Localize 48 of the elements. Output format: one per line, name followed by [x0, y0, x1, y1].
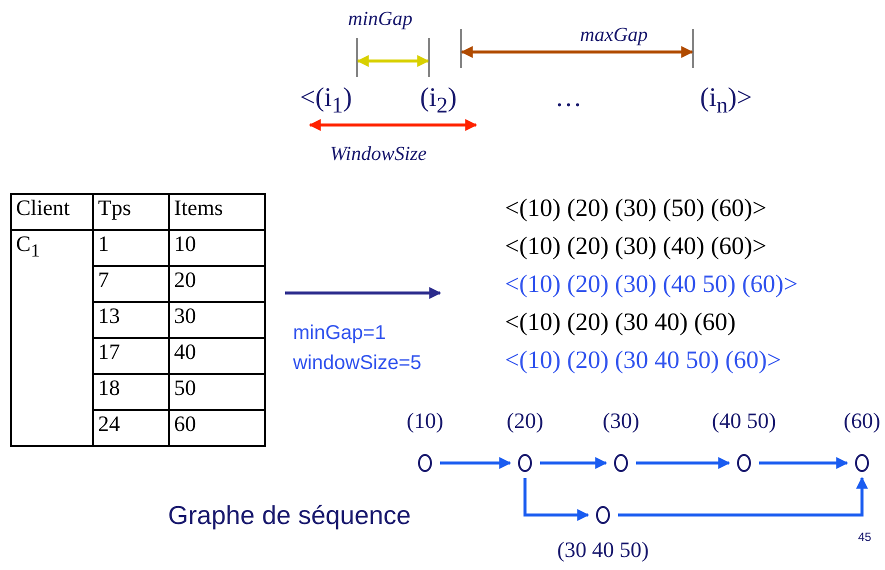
table-cell: 24 — [93, 410, 169, 446]
window-size-label: WindowSize — [330, 143, 427, 166]
table-cell: 20 — [169, 266, 265, 302]
state-label: (20) — [506, 408, 544, 434]
table-cell: 1 — [93, 230, 169, 266]
table-cell: Client — [11, 194, 93, 230]
ellipsis: … — [555, 82, 582, 113]
table-cell: Tps — [93, 194, 169, 230]
sequence-text: <(10) (20) (30 40 50) (60)> — [505, 347, 782, 375]
table-cell: 7 — [93, 266, 169, 302]
arrow — [440, 457, 512, 469]
sequence-item: <(i$_{1}$) — [300, 82, 352, 118]
sequence-text: <(10) (20) (30 40) (60) — [505, 309, 736, 337]
arrow — [618, 476, 868, 516]
table-cell: 18 — [93, 374, 169, 410]
table-cell: Items — [169, 194, 265, 230]
table-cell: C$_{1}$ — [11, 230, 93, 446]
state-circle — [596, 506, 610, 524]
state-label: (30 40 50) — [557, 537, 649, 563]
table-cell: 40 — [169, 338, 265, 374]
sequence-text: <(10) (20) (30) (40 50) (60)> — [505, 271, 798, 299]
state-label: (60) — [844, 408, 880, 434]
graph-caption: Graphe de séquence — [168, 500, 411, 531]
arrow — [540, 457, 608, 469]
edge-label: minGap=1 windowSize=5 — [293, 321, 422, 376]
page-number: 45 — [858, 530, 872, 544]
state-label: (40 50) — [712, 408, 776, 434]
table-cell: 10 — [169, 230, 265, 266]
state-label: (30) — [602, 408, 640, 434]
state-circle — [614, 454, 628, 472]
sequence-item: (i$_{2}$) — [420, 82, 457, 118]
arrow — [524, 478, 590, 521]
table-cell: 13 — [93, 302, 169, 338]
arrow — [636, 457, 730, 469]
table-cell: 17 — [93, 338, 169, 374]
state-circle — [518, 454, 532, 472]
table-cell: 50 — [169, 374, 265, 410]
sequence-item: (i$_{n}$)> — [700, 82, 752, 118]
table-cell: 30 — [169, 302, 265, 338]
state-circle — [418, 454, 432, 472]
state-label: (10) — [406, 408, 444, 434]
state-circle — [855, 454, 869, 472]
sequence-text: <(10) (20) (30) (50) (60)> — [505, 195, 766, 223]
sequence-text: <(10) (20) (30) (40) (60)> — [505, 233, 766, 261]
arrow — [285, 287, 442, 299]
arrow — [759, 457, 848, 469]
state-circle — [737, 454, 751, 472]
table-cell: 60 — [169, 410, 265, 446]
